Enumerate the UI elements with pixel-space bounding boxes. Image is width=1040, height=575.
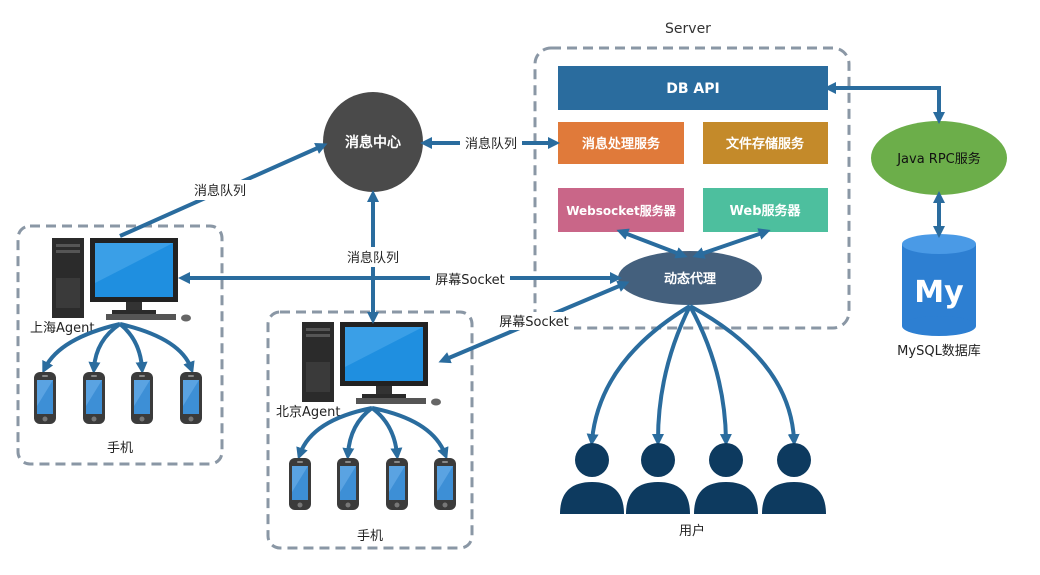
phone-icon bbox=[131, 372, 153, 424]
java-rpc-node bbox=[871, 121, 1007, 195]
arrow-proxy-to-user bbox=[689, 304, 800, 446]
user-icon bbox=[560, 443, 624, 514]
web-server-label: Web服务器 bbox=[730, 203, 802, 219]
proxy-label: 动态代理 bbox=[664, 271, 716, 287]
file-service-label: 文件存储服务 bbox=[726, 136, 805, 152]
msg-service-label: 消息处理服务 bbox=[582, 136, 661, 152]
shanghai-agent-container bbox=[16, 224, 224, 466]
phone-icon bbox=[434, 458, 456, 510]
arrow-proxy-to-user bbox=[688, 305, 732, 446]
phone-icon bbox=[34, 372, 56, 424]
ws-server-box bbox=[558, 188, 684, 232]
mysql-logo: My bbox=[914, 275, 964, 310]
beijing-computer-icon bbox=[302, 322, 441, 406]
beijing-phone-arrows bbox=[296, 406, 449, 460]
beijing-phones-label: 手机 bbox=[357, 529, 383, 544]
users-label: 用户 bbox=[679, 523, 705, 539]
shanghai-agent-label: 上海Agent bbox=[30, 321, 94, 336]
phone-icon bbox=[337, 458, 359, 510]
edge-label-mq-down: 消息队列 bbox=[347, 250, 399, 266]
mysql-label: MySQL数据库 bbox=[897, 343, 981, 359]
db-api-label: DB API bbox=[666, 81, 719, 97]
java-rpc-label: Java RPC服务 bbox=[896, 151, 981, 167]
server-container bbox=[533, 46, 851, 330]
phone-icon bbox=[180, 372, 202, 424]
arrow-web-to-proxy bbox=[692, 228, 771, 259]
edge-label-socket-shanghai: 屏幕Socket bbox=[435, 273, 505, 288]
phone-icon bbox=[289, 458, 311, 510]
phone-icon bbox=[83, 372, 105, 424]
arrow-ws-to-proxy bbox=[616, 228, 688, 259]
ws-server-label: Websocket服务器 bbox=[566, 203, 677, 218]
edge-label-socket-beijing: 屏幕Socket bbox=[499, 315, 569, 330]
web-server-box bbox=[703, 188, 828, 232]
db-api-box bbox=[558, 66, 828, 110]
arrow-proxy-to-user bbox=[652, 305, 692, 446]
shanghai-phone-arrows bbox=[42, 322, 195, 374]
user-icon bbox=[762, 443, 826, 514]
msg-service-box bbox=[558, 122, 684, 164]
beijing-agent-label: 北京Agent bbox=[276, 405, 340, 420]
server-title: Server bbox=[665, 21, 711, 37]
msg-center-node bbox=[323, 92, 423, 192]
edge-label-mq-top-left: 消息队列 bbox=[194, 183, 246, 199]
user-icon bbox=[626, 443, 690, 514]
arrow-db-to-java bbox=[824, 82, 945, 124]
edge-label-mq-right: 消息队列 bbox=[465, 136, 517, 152]
file-service-box bbox=[703, 122, 828, 164]
arrow-proxy-to-user bbox=[586, 304, 692, 446]
mysql-icon: My bbox=[902, 234, 976, 336]
shanghai-phones-label: 手机 bbox=[107, 441, 133, 456]
user-icon bbox=[694, 443, 758, 514]
proxy-node bbox=[618, 251, 762, 305]
phone-icon bbox=[386, 458, 408, 510]
shanghai-computer-icon bbox=[52, 238, 191, 322]
msg-center-label: 消息中心 bbox=[345, 134, 401, 151]
